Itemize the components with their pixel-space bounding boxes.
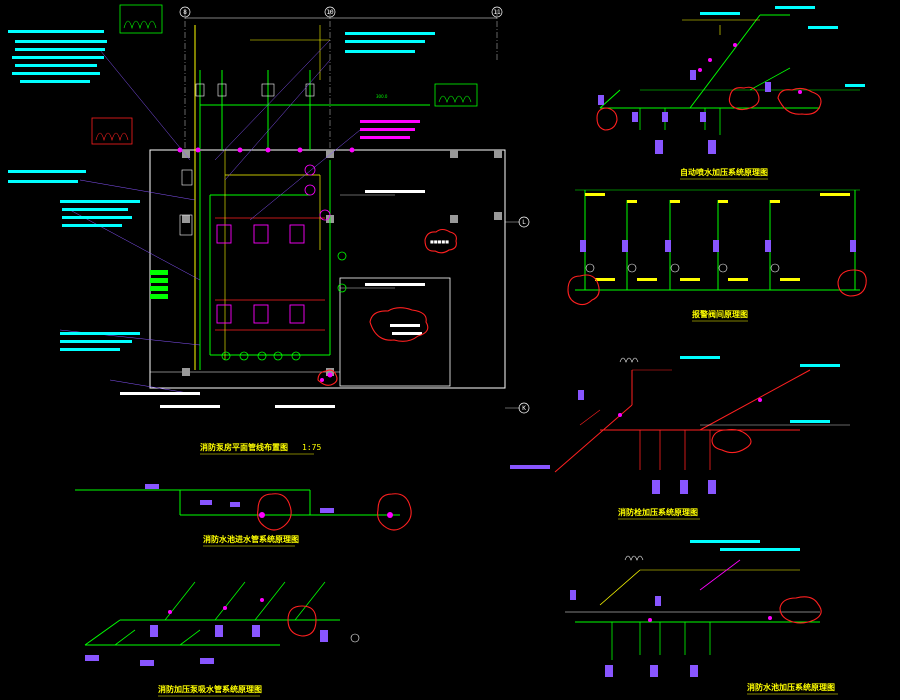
plan-title: 消防泵房平面管线布置图: [200, 442, 288, 452]
title-bottom-mid: 消防水池进水管系统原理图: [203, 534, 299, 544]
pool-booster-schematic: 消防水池加压系统原理图: [565, 540, 838, 695]
axis-marker-k: K: [518, 402, 530, 414]
hydrant-booster-schematic: 消防栓加压系统原理图: [510, 356, 850, 520]
pump-room-plan: 8 10 11 L K: [8, 4, 530, 455]
title-bottom-right: 消防水池加压系统原理图: [747, 682, 835, 692]
title-top-right: 自动喷水加压系统原理图: [680, 167, 768, 177]
axis-marker-10: 10: [324, 6, 336, 18]
svg-text:11: 11: [493, 9, 501, 16]
room-partition: [339, 277, 451, 387]
alarm-valve-schematic: 报警阀间原理图: [567, 189, 867, 322]
title-right3: 消防栓加压系统原理图: [618, 507, 698, 517]
svg-text:10: 10: [326, 9, 334, 16]
svg-text:L: L: [522, 219, 526, 226]
pump-group: [216, 164, 331, 324]
svg-text:300.0: 300.0: [376, 94, 388, 99]
room-outline: [149, 149, 506, 389]
title-mid-right: 报警阀间原理图: [692, 309, 748, 319]
axis-marker-l: L: [518, 216, 530, 228]
pool-inlet-schematic: 消防水池进水管系统原理图: [75, 484, 412, 547]
auto-sprinkler-schematic: 自动喷水加压系统原理图: [596, 6, 865, 180]
pump-suction-schematic: 消防加压泵吸水管系统原理图: [84, 581, 360, 697]
plan-scale: 1:75: [302, 443, 321, 452]
svg-text:K: K: [522, 405, 526, 412]
svg-text:8: 8: [183, 9, 187, 16]
svg-text:■■■■■: ■■■■■: [430, 239, 449, 244]
axis-marker-8: 8: [179, 6, 191, 18]
title-bottom-left: 消防加压泵吸水管系统原理图: [158, 684, 262, 694]
axis-marker-11: 11: [491, 6, 503, 18]
